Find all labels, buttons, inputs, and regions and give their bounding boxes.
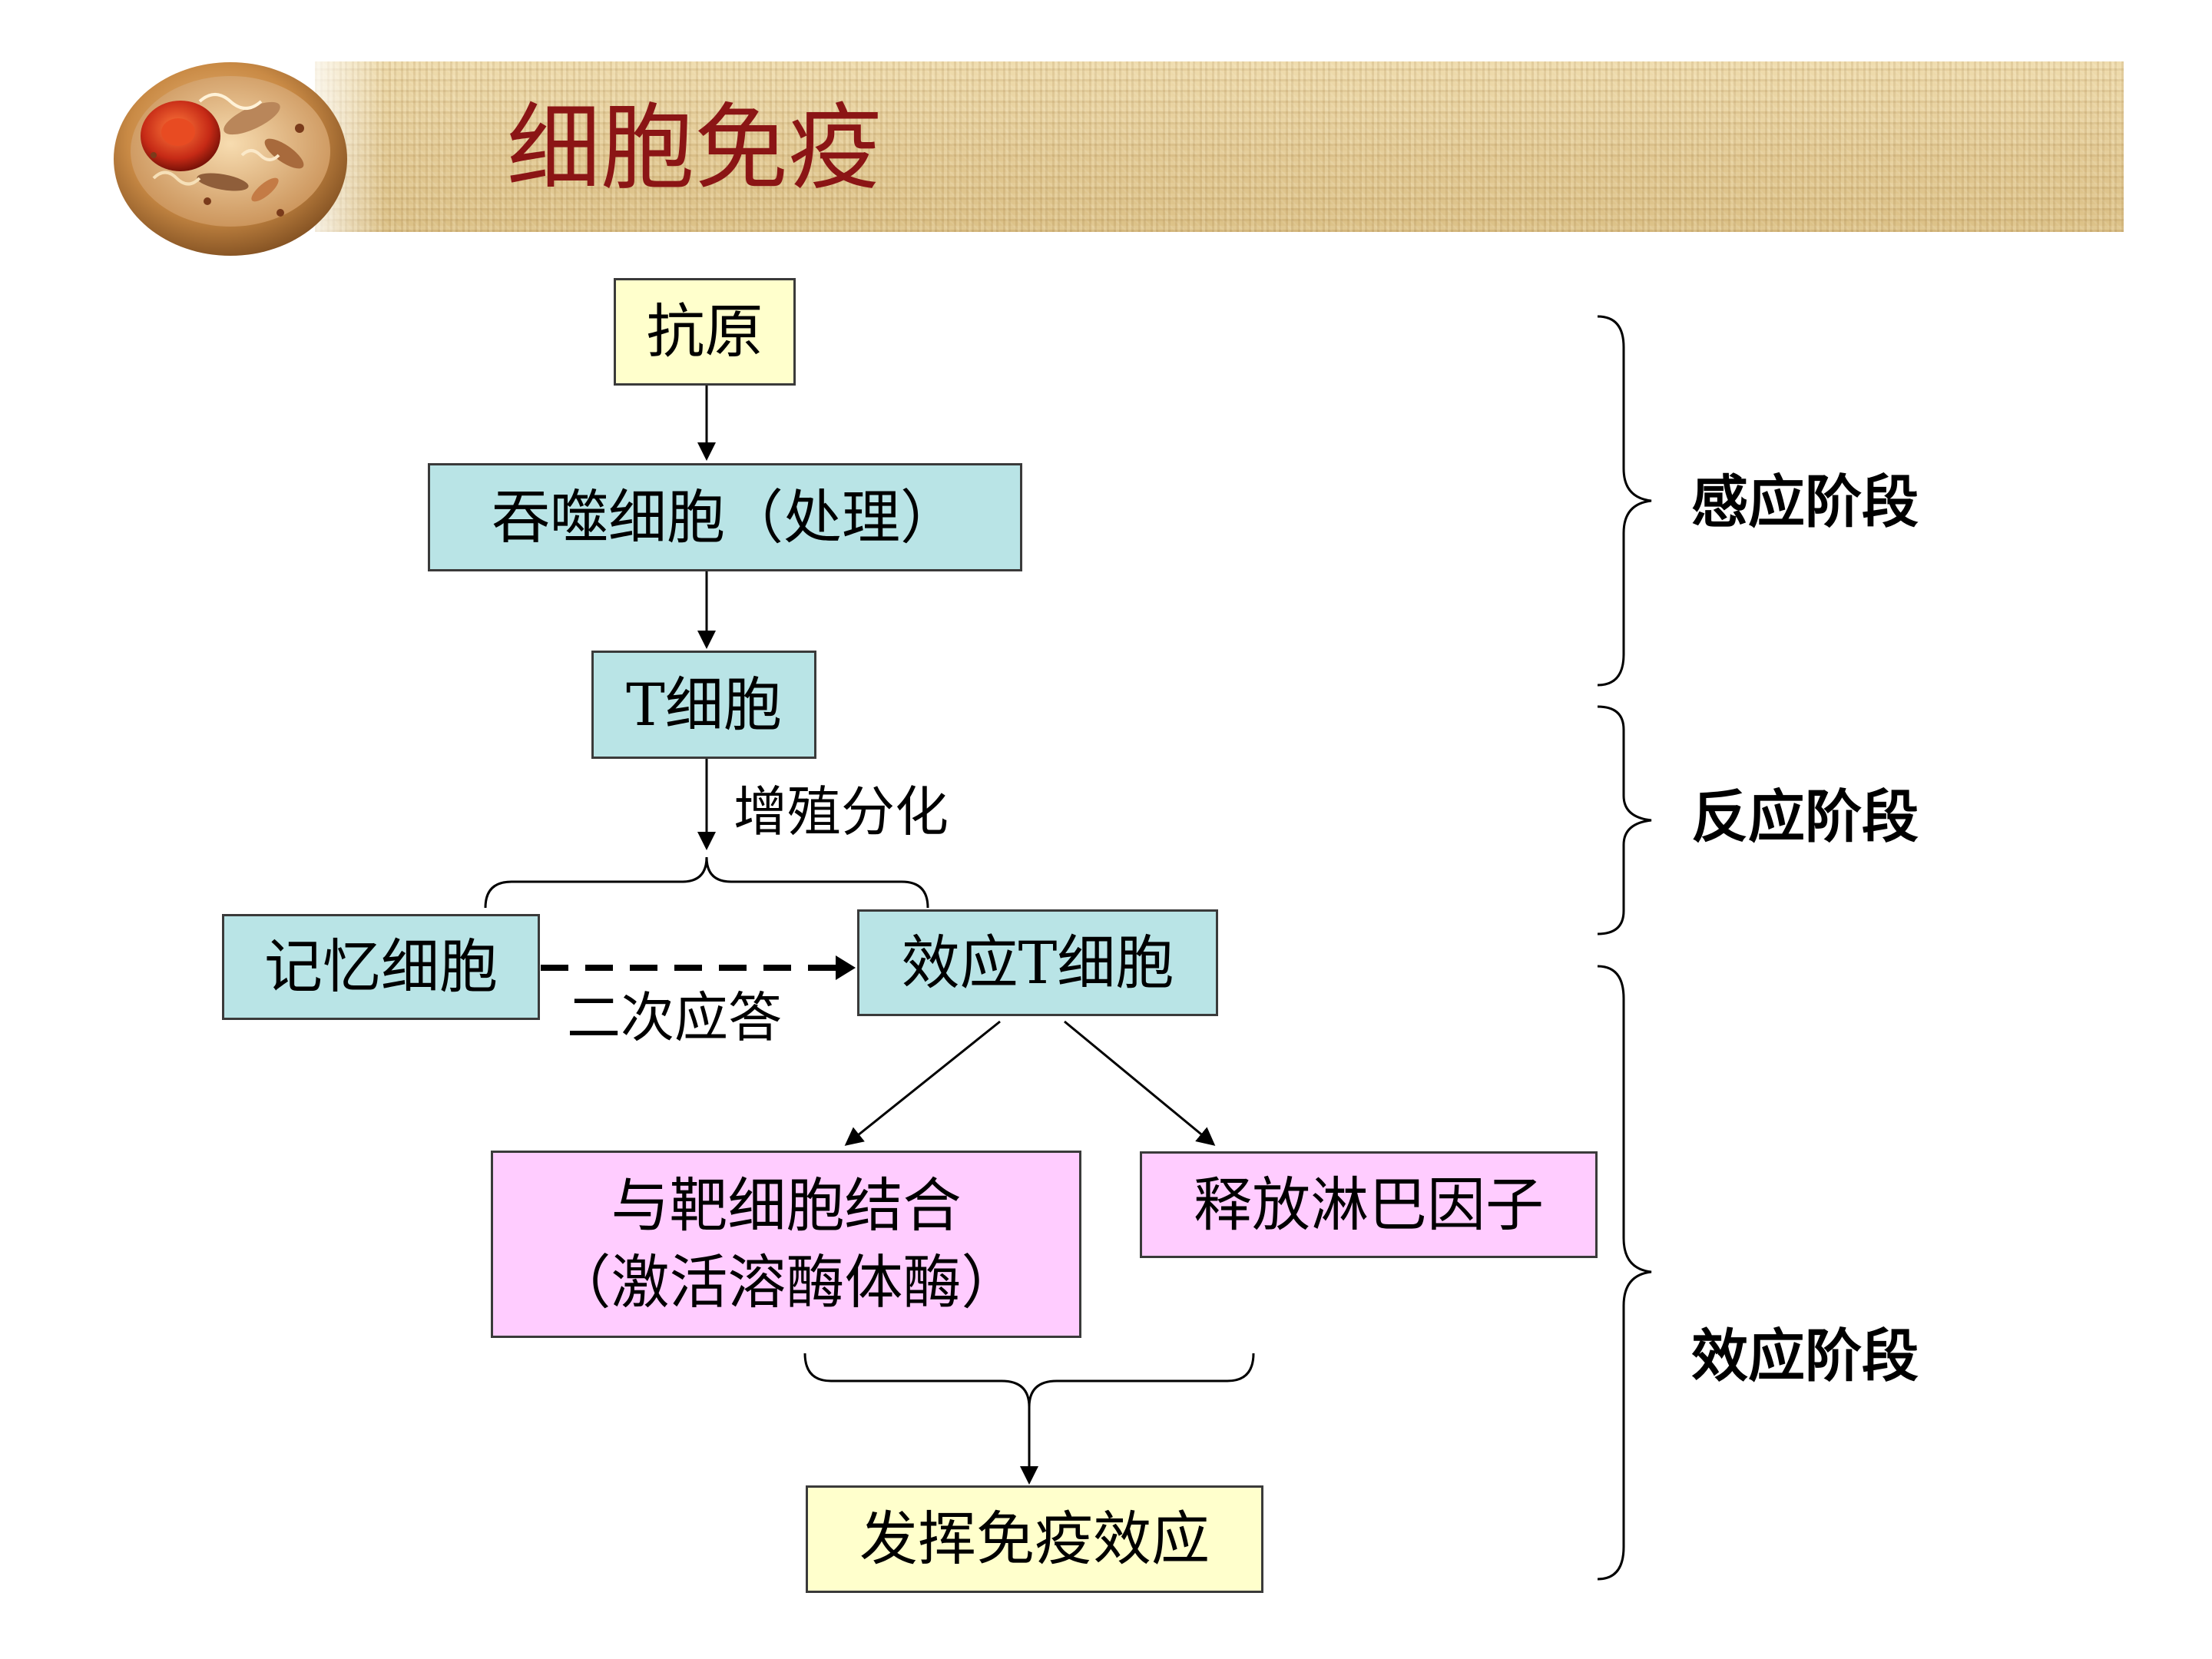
stage-label-reaction: 反应阶段 <box>1691 784 1919 850</box>
label-secondary-response: 二次应答 <box>567 986 782 1049</box>
stage-brace-reaction <box>1597 705 1652 935</box>
node-memory-cell-label: 记忆细胞 <box>264 932 498 1001</box>
split-brace <box>484 856 929 909</box>
node-phagocyte: 吞噬细胞（处理） <box>428 463 1022 571</box>
stage-brace-sensing <box>1597 315 1652 687</box>
arrow-effector-to-lymphokine <box>1064 1020 1216 1146</box>
node-effector-t-cell-label: 效应T细胞 <box>901 928 1174 997</box>
node-bind-target-line1: 与靶细胞结合 <box>611 1171 962 1240</box>
arrow-secondary-response <box>541 955 856 980</box>
node-immune-effect: 发挥免疫效应 <box>806 1485 1263 1593</box>
stage-label-effect: 效应阶段 <box>1691 1323 1919 1389</box>
cell-illustration-icon <box>114 62 347 256</box>
node-antigen: 抗原 <box>614 278 796 386</box>
label-proliferation: 增殖分化 <box>733 780 949 843</box>
stage-label-sensing: 感应阶段 <box>1691 469 1919 535</box>
node-release-lymphokine: 释放淋巴因子 <box>1140 1151 1598 1258</box>
arrow-effector-to-bind-target <box>844 1020 1001 1146</box>
title-banner <box>315 61 2124 232</box>
node-phagocyte-label: 吞噬细胞（处理） <box>492 482 959 551</box>
node-release-lymphokine-label: 释放淋巴因子 <box>1194 1170 1544 1239</box>
node-t-cell-label: T细胞 <box>626 670 782 739</box>
node-immune-effect-label: 发挥免疫效应 <box>859 1505 1210 1573</box>
merge-brace <box>803 1353 1255 1408</box>
node-bind-target-line2: （激活溶酶体酶） <box>552 1248 1020 1316</box>
node-t-cell: T细胞 <box>591 651 816 759</box>
stage-brace-effect <box>1597 965 1652 1581</box>
page-title: 细胞免疫 <box>507 94 882 203</box>
node-memory-cell: 记忆细胞 <box>222 914 540 1020</box>
node-antigen-label: 抗原 <box>646 297 763 366</box>
node-bind-target: 与靶细胞结合 （激活溶酶体酶） <box>491 1151 1081 1338</box>
node-effector-t-cell: 效应T细胞 <box>857 909 1218 1016</box>
